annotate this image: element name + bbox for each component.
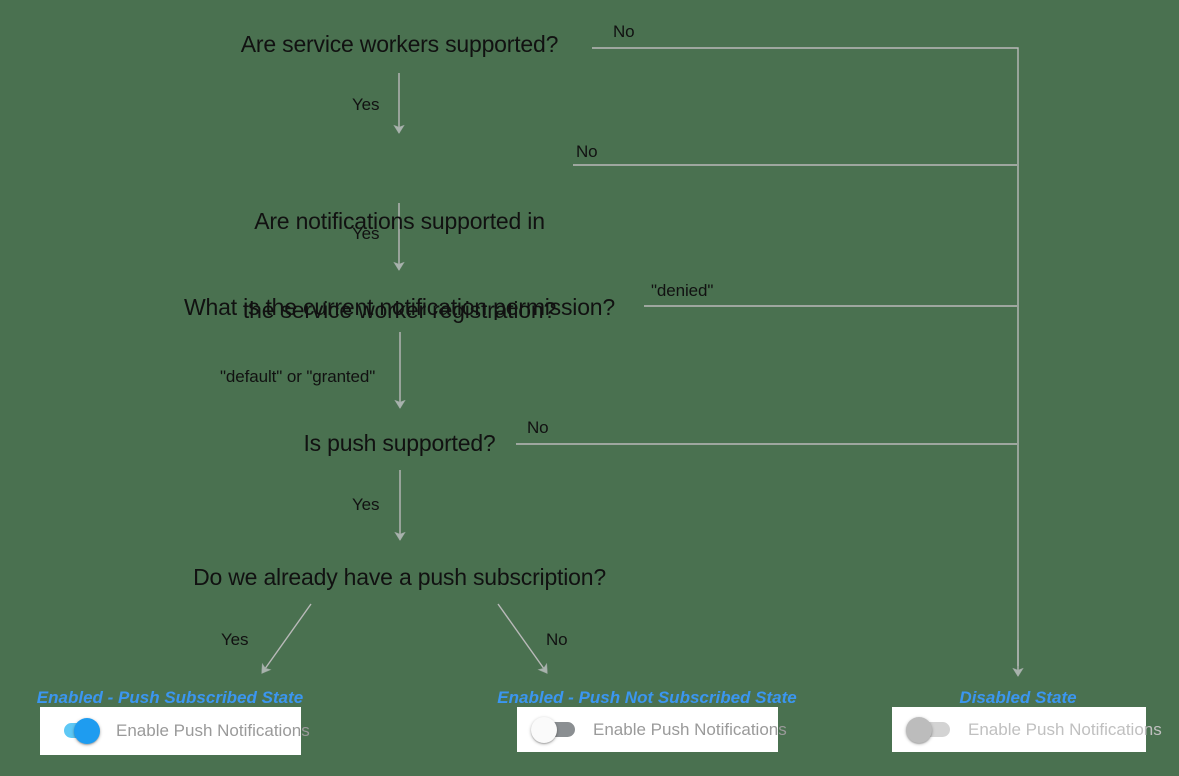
- outcome-card-enabled-push-subscribed: Enable Push Notifications: [40, 707, 310, 755]
- toggle-enable-push-notifications-off[interactable]: [531, 716, 577, 743]
- node-service-workers-question: Are service workers supported?: [240, 31, 559, 57]
- state-label-disabled: Disabled State: [959, 688, 1077, 707]
- outcome-card-enabled-push-not-subscribed: Enable Push Notifications: [517, 707, 787, 752]
- toggle-enable-push-notifications-disabled: [906, 716, 952, 743]
- edge-label-notifications-yes: Yes: [352, 224, 380, 243]
- toggle-label-enable-push-notifications: Enable Push Notifications: [116, 721, 310, 740]
- edge-label-service-workers-yes: Yes: [352, 95, 380, 114]
- edge-label-push-yes: Yes: [352, 495, 380, 514]
- node-notifications-question: Are notifications supported in the servi…: [0, 147, 799, 386]
- node-notifications-question-line2: the service worker registration?: [242, 297, 557, 324]
- node-permission-question: What is the current notification permiss…: [184, 294, 615, 320]
- toggle-knob: [906, 716, 932, 743]
- toggle-knob: [531, 716, 557, 743]
- toggle-label-enable-push-notifications: Enable Push Notifications: [593, 719, 787, 739]
- toggle-label-enable-push-notifications: Enable Push Notifications: [968, 719, 1162, 739]
- toggle-knob: [74, 718, 100, 744]
- node-notifications-question-line1: Are notifications supported in: [254, 207, 545, 234]
- edge-label-permission-default-or-granted: "default" or "granted": [220, 367, 376, 386]
- node-push-question: Is push supported?: [303, 430, 496, 456]
- edge-label-subscription-yes: Yes: [221, 630, 249, 649]
- edge-label-permission-denied: "denied": [651, 281, 714, 300]
- edge-label-service-workers-no: No: [613, 22, 635, 41]
- edge-label-subscription-no: No: [546, 630, 568, 649]
- toggle-enable-push-notifications-on[interactable]: [54, 718, 100, 744]
- state-label-enabled-push-subscribed: Enabled - Push Subscribed State: [36, 688, 304, 707]
- outcome-card-disabled: Enable Push Notifications: [892, 707, 1162, 752]
- edge-label-push-no: No: [527, 418, 549, 437]
- state-label-enabled-push-not-subscribed: Enabled - Push Not Subscribed State: [497, 688, 797, 707]
- edge-label-notifications-no: No: [576, 142, 598, 161]
- node-subscription-question: Do we already have a push subscription?: [193, 564, 606, 590]
